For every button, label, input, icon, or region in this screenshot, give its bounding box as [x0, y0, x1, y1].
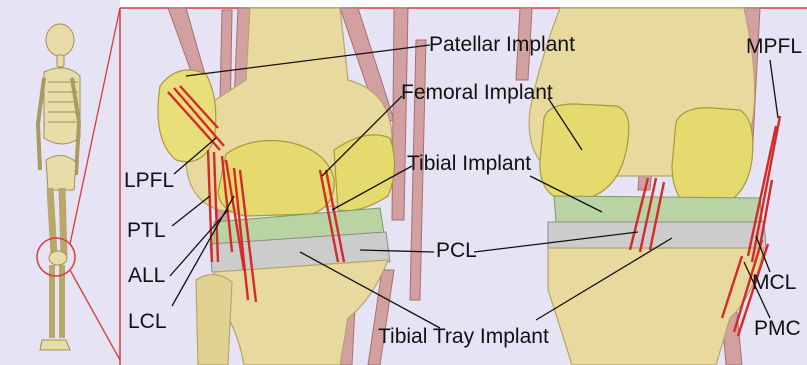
right-tibial-tray	[548, 222, 766, 248]
label-ptl: PTL	[127, 220, 166, 241]
label-pcl: PCL	[436, 240, 477, 261]
label-mpfl: MPFL	[746, 36, 802, 57]
label-mcl: MCL	[752, 272, 796, 293]
label-all: ALL	[128, 265, 165, 286]
label-tibial-implant: Tibial Implant	[407, 153, 531, 174]
left-fibula	[196, 274, 232, 365]
label-patellar-implant: Patellar Implant	[429, 34, 575, 55]
label-femoral-implant: Femoral Implant	[401, 82, 553, 103]
label-lpfl: LPFL	[124, 170, 174, 191]
label-lcl: LCL	[128, 311, 167, 332]
label-pmc: PMC	[754, 318, 801, 339]
label-tibial-tray-implant: Tibial Tray Implant	[378, 326, 549, 347]
